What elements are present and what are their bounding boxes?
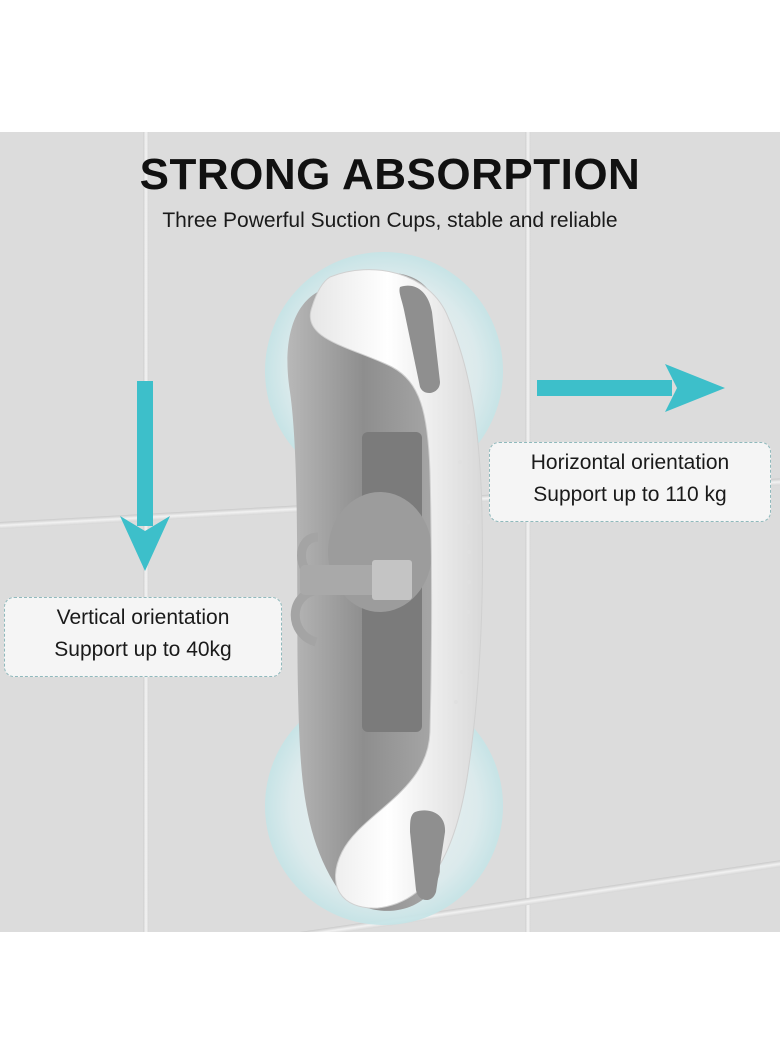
callout-vertical-line2: Support up to 40kg [54,638,232,661]
page-subtitle: Three Powerful Suction Cups, stable and … [162,209,618,232]
arrow-down-icon [120,381,170,571]
callout-vertical-line1: Vertical orientation [56,606,230,629]
product-photo [0,132,780,932]
page-title: STRONG ABSORPTION [139,150,641,199]
grab-bar-handle [287,269,483,911]
callout-horizontal: Horizontal orientation Support up to 110… [489,442,771,522]
callout-horizontal-line2: Support up to 110 kg [533,483,727,506]
callout-vertical: Vertical orientation Support up to 40kg [4,597,282,677]
callout-horizontal-line1: Horizontal orientation [530,451,730,474]
tile-grout-vertical-right [525,132,531,932]
arrow-right-icon [537,364,727,414]
